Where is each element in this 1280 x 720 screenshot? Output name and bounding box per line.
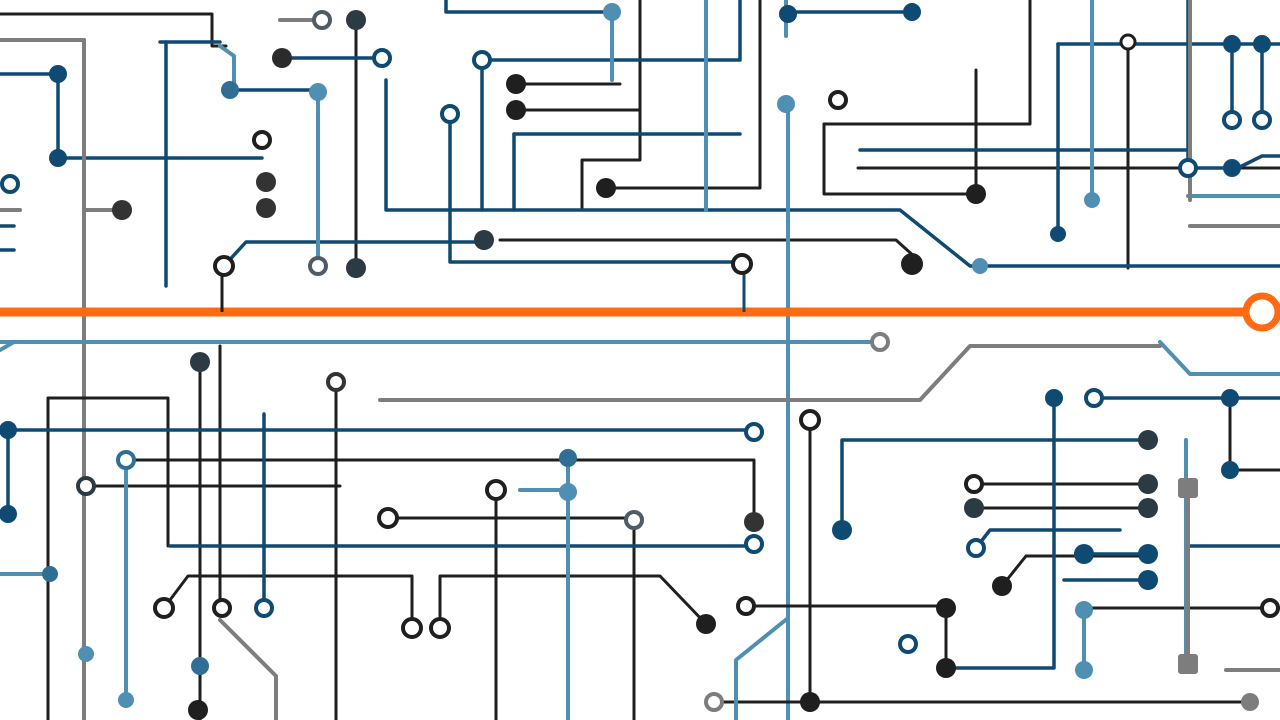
dark-traces-upper [0,0,1280,270]
orange-terminal-node [1242,292,1280,332]
navy-traces-lower [0,396,1280,670]
ring-nodes [0,10,1280,712]
solid-nodes [0,3,1271,720]
navy-traces-upper [0,0,1280,288]
steel-traces-lower [0,340,1280,720]
gray-traces-lower [218,344,1280,720]
orange-highlight-trace [0,292,1280,332]
